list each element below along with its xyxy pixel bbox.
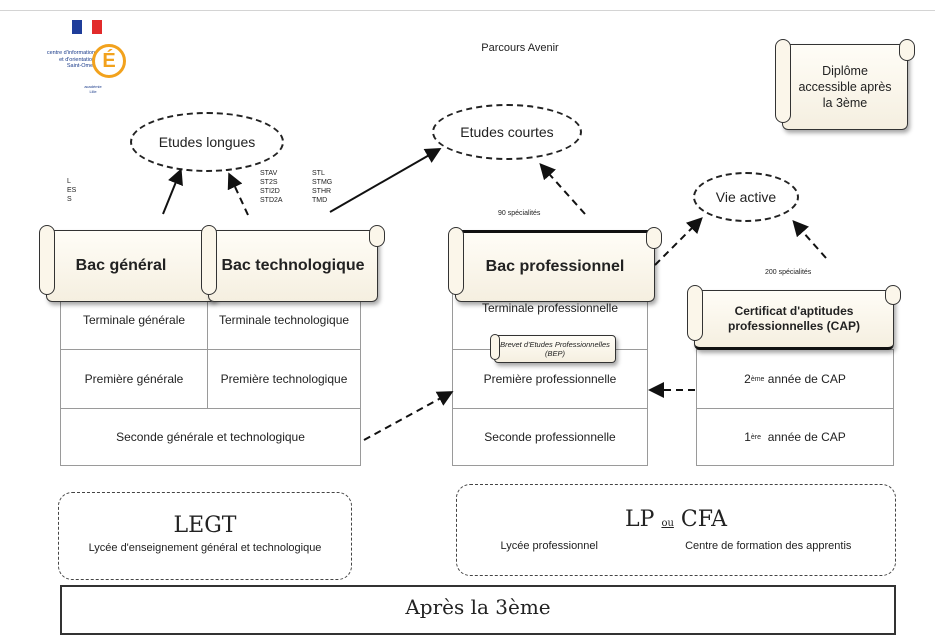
republique-flag-icon [72,20,102,34]
cfa-label: CFA [680,507,727,532]
arrow-pro-courtes [539,163,586,215]
cap2-rest: année de CAP [764,372,846,386]
cap2-sup: ème [750,375,765,383]
cell-premiere-technologique: Première technologique [207,349,361,409]
bep-scroll: Brevet d'Etudes Professionnelles (BEP) [490,334,616,363]
oval-etudes-longues: Etudes longues [130,112,284,172]
cfa-subtitle: Centre de formation des apprentis [685,540,852,552]
terminale-pro-label: Terminale professionnelle [481,301,619,315]
arrow-general-longues [162,168,183,215]
scroll-bac-technologique: Bac technologique [201,225,385,302]
lp-subtitle: Lycée professionnel [500,540,598,552]
bacpro-specialites: 90 spécialités [498,210,541,217]
cap1-sup: ère [750,433,762,441]
cell-seconde-gt: Seconde générale et technologique [60,408,361,466]
arrow-cap-vie [792,220,827,259]
oval-etudes-courtes: Etudes courtes [432,104,582,160]
lp-label: LP [625,507,655,532]
cap1-rest: année de CAP [761,430,846,444]
top-divider [0,10,935,11]
group-legt: LEGT Lycée d'enseignement général et tec… [58,492,352,580]
arrow-techno-longues [227,172,249,216]
arrow-techno-courtes [329,148,442,213]
cap-specialites: 200 spécialités [765,269,812,276]
cap1-num: 1 [744,430,751,444]
legt-subtitle: Lycée d'enseignement général et technolo… [88,542,322,554]
legend-scroll: Diplôme accessible après la 3ème [775,39,915,130]
oval-vie-active: Vie active [693,172,799,222]
cio-logo-icon: É [92,44,126,78]
bottom-banner: Après la 3ème [60,585,896,635]
arrow-seconde-premiere-pro [363,391,454,441]
lp-cfa-title: LP ou CFA [457,507,895,532]
scroll-bac-general: Bac général [39,225,216,302]
scroll-cap: Certificat d'aptitudes professionnelles … [687,285,901,350]
lp-cfa-subtitles: Lycée professionnel Centre de formation … [457,540,895,552]
premiere-pro-label: Première professionnelle [483,372,617,386]
cell-premiere-generale: Première générale [60,349,208,409]
group-lp-cfa: LP ou CFA Lycée professionnel Centre de … [456,484,896,576]
legt-title: LEGT [173,513,237,538]
cap2-num: 2 [744,372,751,386]
ou-label: ou [661,518,674,529]
page-title: Parcours Avenir [481,42,559,54]
cell-seconde-pro: Seconde professionnelle [452,408,648,466]
scroll-bac-professionnel: Bac professionnel [448,227,662,302]
